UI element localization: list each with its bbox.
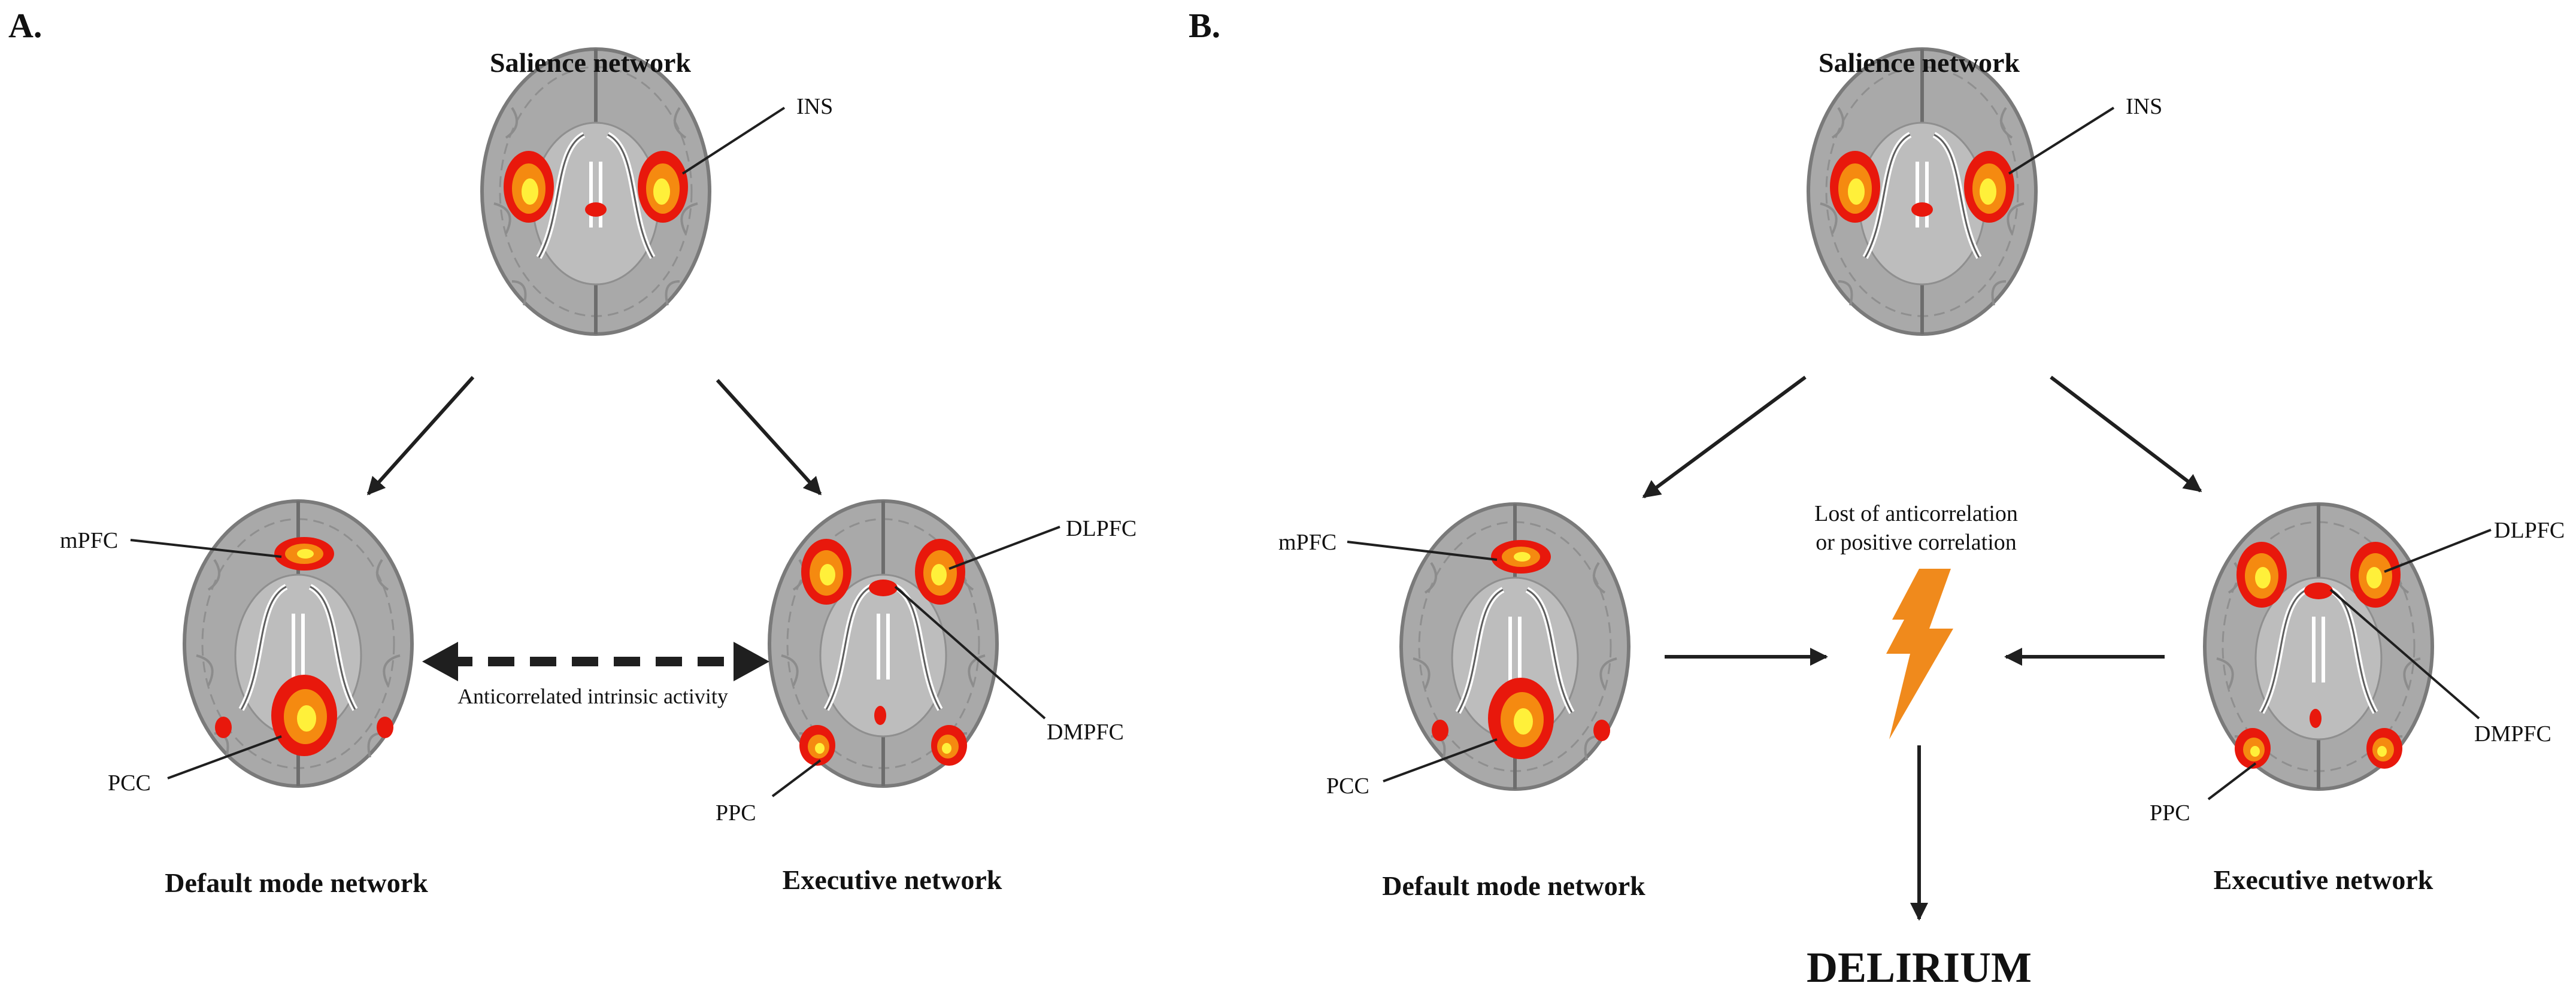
- mpfc-label-b: mPFC: [1278, 530, 1337, 555]
- ppc-leader-a: [771, 759, 822, 797]
- ppc-label-b: PPC: [2150, 800, 2190, 826]
- mpfc-leader-a: [130, 539, 282, 558]
- salience-brain-b: [1808, 49, 2036, 334]
- dlpfc-leader-b: [2384, 529, 2492, 573]
- ppc-leader-b: [2207, 762, 2257, 800]
- mpfc-label-a: mPFC: [60, 528, 118, 553]
- dmpfc-leader-a: [894, 586, 1046, 720]
- dlpfc-leader-a: [948, 526, 1060, 570]
- arrow-salience-to-dmn-b: [1642, 375, 1807, 499]
- dmpfc-leader-b: [2329, 588, 2480, 720]
- pcc-label-a: PCC: [108, 770, 151, 796]
- anticorrelation-arrow: [422, 642, 769, 681]
- executive-title-a: Executive network: [783, 864, 1002, 895]
- delirium-outcome: DELIRIUM: [1807, 944, 2032, 991]
- executive-title-b: Executive network: [2214, 864, 2433, 895]
- dmpfc-label-b: DMPFC: [2474, 721, 2551, 747]
- ins-leader-a: [681, 107, 786, 175]
- pcc-leader-b: [1383, 738, 1498, 782]
- anticorrelation-label: Anticorrelated intrinsic activity: [457, 684, 728, 708]
- salience-title-b: Salience network: [1819, 47, 2020, 78]
- panel-b-label: B.: [1189, 6, 1220, 45]
- dmn-activation: [215, 537, 393, 756]
- default-mode-brain-a: [184, 501, 412, 786]
- ppc-label-a: PPC: [716, 800, 756, 826]
- pcc-leader-a: [167, 735, 282, 779]
- panel-a-label: A.: [8, 6, 42, 45]
- lightning-icon: [1886, 569, 1953, 739]
- salience-brain-a: [482, 49, 710, 334]
- ins-label-b: INS: [2126, 94, 2162, 119]
- insula-activation: [1830, 151, 2014, 223]
- salience-title-a: Salience network: [490, 47, 691, 78]
- mpfc-leader-b: [1347, 541, 1498, 561]
- default-mode-title-b: Default mode network: [1382, 870, 1645, 901]
- arrow-salience-to-executive-b: [2050, 375, 2202, 493]
- lost-anticorrelation-line2: or positive correlation: [1816, 530, 2017, 555]
- dmn-activation: [1432, 540, 1610, 759]
- insula-activation: [504, 151, 688, 223]
- executive-activation: [2235, 542, 2402, 769]
- dlpfc-label-b: DLPFC: [2494, 518, 2565, 543]
- lost-anticorrelation-line1: Lost of anticorrelation: [1814, 501, 2018, 526]
- arrow-salience-to-dmn-a: [366, 375, 475, 496]
- executive-brain-a: [769, 501, 997, 786]
- ins-label-a: INS: [796, 94, 833, 119]
- arrow-salience-to-executive-a: [716, 378, 822, 496]
- dmpfc-label-a: DMPFC: [1047, 720, 1124, 745]
- ins-leader-b: [2008, 107, 2115, 175]
- default-mode-brain-b: [1401, 504, 1629, 789]
- executive-brain-b: [2205, 504, 2432, 789]
- dlpfc-label-a: DLPFC: [1066, 516, 1137, 541]
- default-mode-title-a: Default mode network: [165, 867, 428, 898]
- pcc-label-b: PCC: [1326, 773, 1369, 799]
- executive-activation: [799, 539, 967, 766]
